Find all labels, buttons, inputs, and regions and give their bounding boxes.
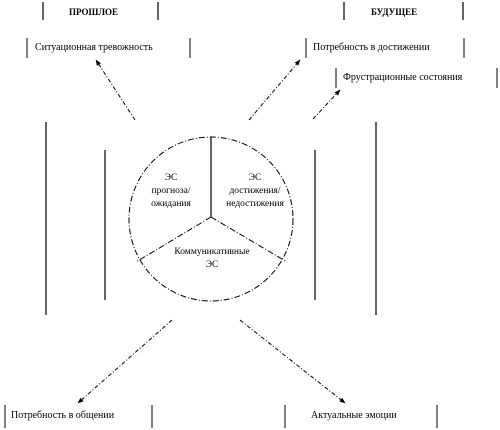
need-achievement-frame bbox=[305, 38, 465, 58]
need-communication-frame bbox=[4, 405, 153, 428]
arrow-to-need-achievement bbox=[248, 59, 301, 121]
sector-forecast-line-1: ЭС bbox=[164, 173, 178, 183]
arrow-to-frustration-states bbox=[312, 89, 341, 120]
sector-divider-left bbox=[135, 216, 212, 263]
sector-achievement: ЭС достижения/ недостижения bbox=[214, 172, 296, 211]
sector-forecast-line-3: ожидания bbox=[151, 199, 191, 209]
actual-emotions-frame bbox=[284, 405, 438, 428]
past-header-frame bbox=[42, 2, 159, 20]
situational-anxiety-frame bbox=[26, 38, 191, 58]
future-header-frame bbox=[343, 2, 464, 20]
sector-achievement-line-3: недостижения bbox=[226, 199, 284, 209]
arrow-to-need-communication bbox=[77, 319, 173, 404]
sector-divider-right bbox=[210, 216, 288, 263]
situational-anxiety-label: Ситуационная тревожность bbox=[35, 42, 153, 53]
frustration-states-label: Фрустрационные состояния bbox=[343, 72, 463, 83]
sector-communicative-line-1: Коммуникативные bbox=[174, 247, 250, 257]
need-communication-label: Потребность в общении bbox=[11, 410, 115, 421]
need-achievement-label: Потребность в достижении bbox=[313, 42, 430, 53]
sector-achievement-line-2: достижения/ bbox=[229, 186, 281, 196]
arrow-to-situational-anxiety bbox=[95, 59, 136, 121]
sector-forecast-line-2: прогноза/ bbox=[151, 186, 191, 196]
past-header: ПРОШЛОЕ bbox=[69, 7, 119, 17]
arrow-to-actual-emotions bbox=[239, 319, 346, 404]
sector-achievement-line-1: ЭС bbox=[248, 173, 262, 183]
future-header: БУДУЩЕЕ bbox=[371, 7, 418, 17]
sector-communicative-line-2: ЭС bbox=[205, 260, 219, 270]
sector-communicative: Коммуникативные ЭС bbox=[160, 246, 264, 272]
frustration-states-frame bbox=[335, 68, 498, 88]
actual-emotions-label: Актуальные эмоции bbox=[311, 410, 397, 421]
sector-forecast: ЭС прогноза/ ожидания bbox=[133, 172, 209, 211]
